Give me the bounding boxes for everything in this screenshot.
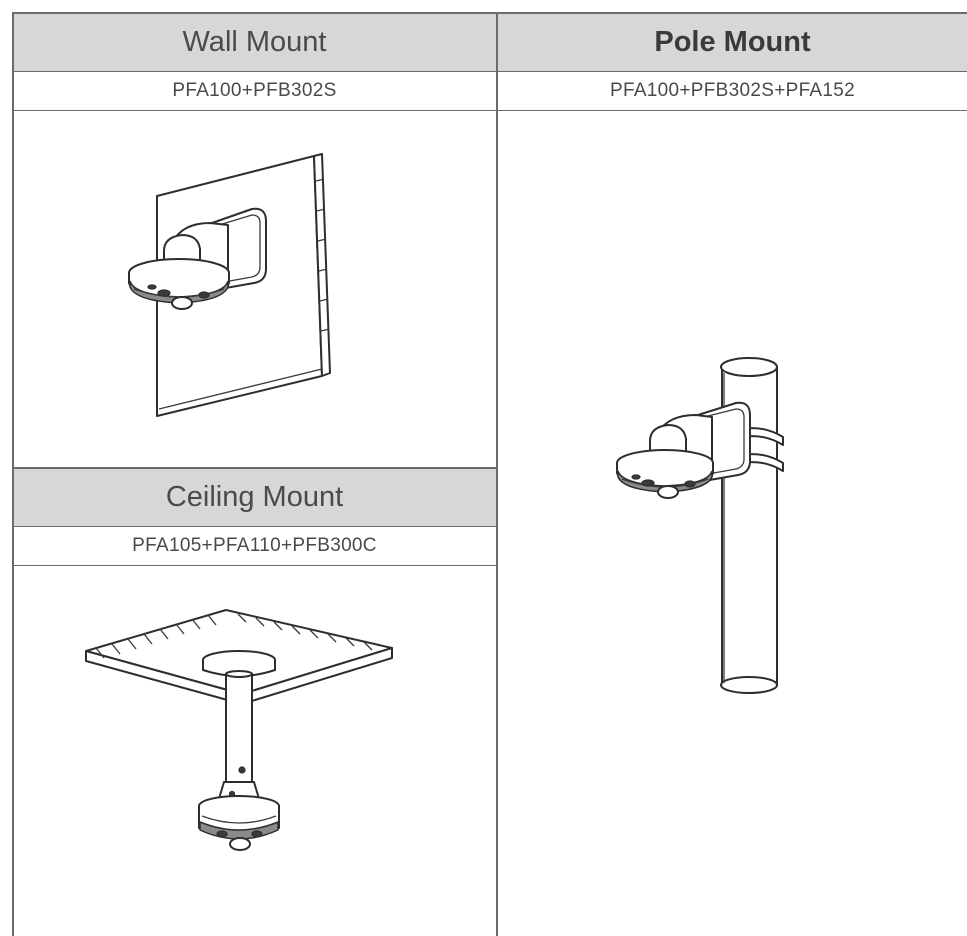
model-row-divider	[12, 110, 967, 111]
table-border-left	[12, 12, 14, 936]
pole-mount-cell	[498, 111, 967, 936]
ceiling-mount-cell	[14, 566, 496, 936]
pole-mount-model: PFA100+PFB302S+PFA152	[609, 80, 856, 101]
ceiling-header-bottom-divider	[12, 526, 498, 527]
wall-mount-cell	[14, 111, 496, 467]
wall-mount-header: Wall Mount	[13, 13, 496, 71]
pole-mount-camera-illustration	[616, 357, 784, 694]
table-column-divider	[496, 12, 498, 936]
pole-mount-header: Pole Mount	[498, 13, 967, 71]
ceiling-model-divider	[12, 565, 498, 566]
wall-mount-camera-illustration	[128, 153, 331, 417]
ceiling-mount-header: Ceiling Mount	[13, 468, 496, 526]
ceiling-mount-camera-illustration	[85, 609, 393, 851]
wall-mount-model: PFA100+PFB302S	[172, 80, 337, 101]
table-border-top	[12, 12, 967, 14]
ceiling-mount-model: PFA105+PFA110+PFB300C	[132, 535, 377, 556]
ceiling-header-top-divider	[12, 467, 498, 469]
header-row-divider	[12, 71, 967, 72]
